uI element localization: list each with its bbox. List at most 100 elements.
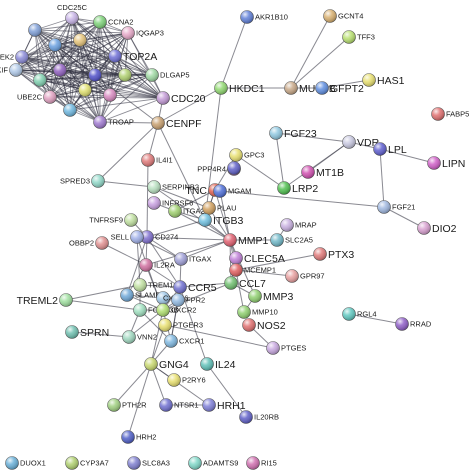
node-lrp2[interactable]: LRP2	[277, 181, 319, 195]
node-treml2[interactable]: TREML2	[17, 293, 73, 307]
node-trem1[interactable]: TREM1	[133, 278, 174, 292]
node-serpinb2[interactable]: SERPINB2	[147, 180, 200, 194]
node-iqgap3[interactable]: IQGAP3	[121, 26, 164, 40]
node-label: FGF23	[284, 128, 317, 140]
node-cxcr2[interactable]: CXCR2	[156, 303, 197, 317]
node-hrh1[interactable]: HRH1	[202, 398, 246, 412]
node-hkdc1[interactable]: HKDC1	[214, 81, 265, 95]
node-fgf23[interactable]: FGF23	[269, 126, 317, 140]
node-c8[interactable]	[53, 63, 67, 77]
node-ube2c[interactable]: UBE2C	[17, 90, 57, 104]
node-slamf1[interactable]: SLAMF1	[120, 288, 165, 302]
node-spred3[interactable]: SPRED3	[60, 174, 105, 188]
node-fpr2[interactable]: FPR2	[171, 293, 206, 307]
node-c3[interactable]	[88, 68, 102, 82]
node-itgax[interactable]: ITGAX	[174, 252, 212, 266]
node-il24[interactable]: IL24	[200, 357, 236, 371]
cluster-edge	[39, 79, 86, 91]
node-highlight	[33, 73, 47, 87]
node-clec5a[interactable]: CLEC5A	[229, 251, 285, 265]
node-ntsr1[interactable]: NTSR1	[159, 398, 199, 412]
node-mt1b[interactable]: MT1B	[301, 165, 345, 179]
node-cxcr1[interactable]: CXCR1	[164, 334, 205, 348]
node-adamts9[interactable]: ADAMTS9	[188, 456, 239, 470]
node-mgam[interactable]: MGAM	[213, 184, 252, 198]
node-dlgap5[interactable]: DLGAP5	[145, 68, 190, 82]
node-tff3[interactable]: TFF3	[342, 30, 375, 44]
node-fabp5[interactable]: FABP5	[431, 107, 470, 121]
node-mmp1[interactable]: MMP1	[223, 233, 269, 247]
node-gfpt2[interactable]: GFPT2	[315, 81, 364, 95]
node-c2[interactable]	[73, 33, 87, 47]
node-nek2[interactable]: NEK2	[0, 50, 29, 64]
node-mrap[interactable]: MRAP	[280, 218, 317, 232]
node-c4[interactable]	[33, 73, 47, 87]
node-gcnt4[interactable]: GCNT4	[323, 9, 364, 23]
node-ccl7[interactable]: CCL7	[224, 276, 267, 290]
node-gpr97[interactable]: GPR97	[285, 269, 325, 283]
node-top2a[interactable]: TOP2A	[108, 49, 158, 63]
node-tnfrsf9[interactable]: TNFRSF9	[89, 213, 138, 227]
node-cyp3a7[interactable]: CYP3A7	[65, 456, 109, 470]
node-sprn[interactable]: SPRN	[65, 325, 110, 339]
node-label: CENPF	[166, 118, 202, 130]
node-cdc25c[interactable]: CDC25C	[57, 3, 88, 25]
node-ptx3[interactable]: PTX3	[313, 247, 355, 261]
edge-ptger3-ptges	[164, 324, 274, 349]
node-gng4[interactable]: GNG4	[144, 357, 189, 371]
node-highlight	[284, 81, 298, 95]
node-plau[interactable]: PLAU	[202, 201, 237, 215]
node-hrh2[interactable]: HRH2	[121, 430, 157, 444]
node-dio2[interactable]: DIO2	[417, 221, 457, 235]
node-label: IL4I1	[156, 156, 173, 165]
node-vdr[interactable]: VDR	[342, 135, 380, 149]
node-ccr5[interactable]: CCR5	[173, 280, 217, 294]
node-highlight	[342, 30, 356, 44]
node-slc2a5[interactable]: SLC2A5	[270, 233, 313, 247]
node-slc8a3[interactable]: SLC8A3	[127, 456, 170, 470]
node-itga2[interactable]: ITGA2	[168, 204, 205, 218]
node-lpl[interactable]: LPL	[373, 142, 407, 156]
node-il4i1[interactable]: IL4I1	[141, 153, 173, 167]
node-kif[interactable]: KIF	[0, 63, 23, 77]
node-itgb3[interactable]: ITGB3	[198, 213, 244, 227]
node-obbp2[interactable]: OBBP2	[69, 236, 109, 250]
node-duox1[interactable]: DUOX1	[5, 456, 46, 470]
node-cd274[interactable]: CD274	[140, 230, 179, 244]
node-c5[interactable]	[103, 88, 117, 102]
node-cenpf[interactable]: CENPF	[151, 116, 202, 130]
node-fgf21[interactable]: FGF21	[377, 200, 416, 214]
node-troap[interactable]: TROAP	[93, 115, 134, 129]
node-ccna2[interactable]: CCNA2	[93, 15, 134, 29]
node-c6[interactable]	[63, 103, 77, 117]
node-ptger3[interactable]: PTGER3	[158, 318, 204, 332]
edge-gng4-pth2r	[113, 363, 152, 406]
node-gpc3[interactable]: GPC3	[229, 148, 265, 162]
node-il2ra[interactable]: IL2RA	[139, 258, 175, 272]
node-c7[interactable]	[118, 68, 132, 82]
node-nos2[interactable]: NOS2	[242, 318, 286, 332]
node-cdc20[interactable]: CDC20	[156, 91, 206, 105]
node-rrad[interactable]: RRAD	[395, 317, 432, 331]
node-infrsf6[interactable]: INFRSF6	[147, 196, 194, 210]
node-mcemp1[interactable]: MCEMP1	[229, 263, 277, 277]
node-il20rb[interactable]: IL20RB	[239, 410, 280, 424]
node-sell[interactable]: SELL	[111, 230, 144, 244]
node-lipn[interactable]: LIPN	[427, 156, 466, 170]
node-highlight	[65, 11, 79, 25]
node-rgl4[interactable]: RGL4	[342, 307, 377, 321]
node-vnn2[interactable]: VNN2	[122, 330, 158, 344]
node-pth2r[interactable]: PTH2R	[107, 398, 148, 412]
node-mmp3[interactable]: MMP3	[248, 289, 294, 303]
node-label: SPRED3	[60, 177, 90, 186]
node-has1[interactable]: HAS1	[362, 73, 405, 87]
node-p2ry6[interactable]: P2RY6	[167, 373, 206, 387]
node-c10[interactable]	[28, 23, 42, 37]
node-c1[interactable]	[48, 38, 62, 52]
node-ppp4r4b[interactable]	[227, 161, 241, 175]
node-mmp10[interactable]: MMP10	[237, 305, 278, 319]
node-c9[interactable]	[78, 83, 92, 97]
node-ptges[interactable]: PTGES	[266, 341, 307, 355]
node-ri15[interactable]: RI15	[246, 456, 277, 470]
node-akr1b10[interactable]: AKR1B10	[240, 10, 288, 24]
